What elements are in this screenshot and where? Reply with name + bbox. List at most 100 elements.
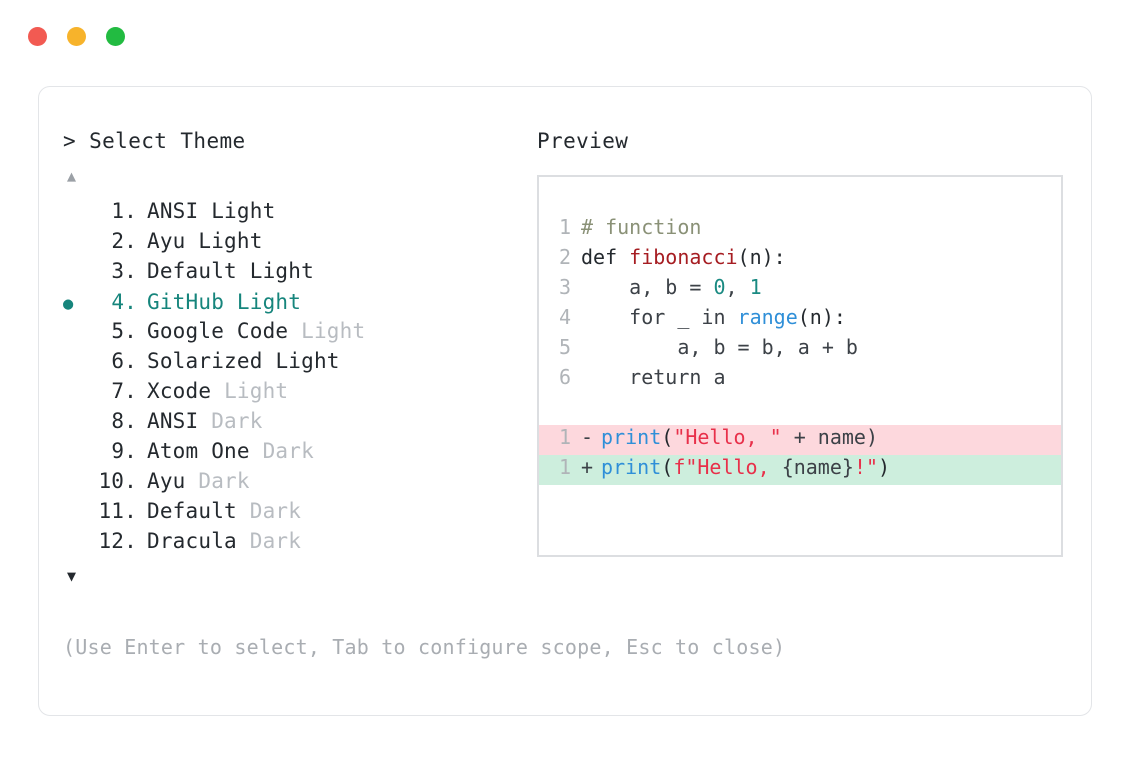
theme-item-name: ANSI Light	[147, 199, 276, 224]
theme-list-item[interactable]: 12. Dracula Dark	[63, 529, 533, 559]
code-token-plain: + name)	[781, 425, 879, 449]
theme-item-name: Google Code Light	[147, 319, 366, 344]
code-token-num: 0	[713, 275, 726, 299]
theme-item-variant: Dark	[262, 439, 314, 464]
theme-item-variant: Dark	[198, 469, 250, 494]
diff-line-removed: 1-print("Hello, " + name)	[539, 425, 1061, 455]
diff-line-number: 1	[558, 425, 571, 449]
theme-item-index: 3.	[111, 259, 137, 284]
code-line: 6 return a	[539, 365, 1061, 395]
theme-item-index: 6.	[111, 349, 137, 374]
theme-item-variant: Light	[301, 319, 366, 344]
diff-line-text: print("Hello, " + name)	[601, 425, 878, 449]
theme-item-name: Atom One Dark	[147, 439, 314, 464]
theme-item-variant: Light	[249, 259, 314, 284]
theme-item-variant: Dark	[211, 409, 263, 434]
code-token-str: f"Hello,	[673, 455, 782, 479]
code-token-punct: (n):	[737, 245, 786, 269]
theme-item-index: 4.	[111, 290, 137, 315]
code-line-number: 2	[558, 245, 571, 269]
theme-item-variant: Light	[198, 229, 263, 254]
code-token-plain: {name}	[781, 455, 854, 479]
code-line: 2 def fibonacci(n):	[539, 245, 1061, 275]
theme-list-item[interactable]: 6. Solarized Light	[63, 349, 533, 379]
code-token-plain: ,	[725, 275, 750, 299]
code-token-fn: fibonacci	[629, 245, 738, 269]
code-line-text: def fibonacci(n):	[581, 245, 786, 269]
theme-list-item[interactable]: 10. Ayu Dark	[63, 469, 533, 499]
theme-item-name: Solarized Light	[147, 349, 340, 374]
theme-item-index: 7.	[111, 379, 137, 404]
preview-title: Preview	[537, 129, 629, 153]
theme-item-variant: Light	[236, 290, 302, 315]
theme-list-item[interactable]: 8.ANSI Dark	[63, 409, 533, 439]
code-token-plain: for _ in	[581, 305, 738, 329]
theme-list-item[interactable]: 2.Ayu Light	[63, 229, 533, 259]
theme-item-index: 10.	[98, 469, 137, 494]
code-line-number: 6	[558, 365, 571, 389]
theme-item-variant: Light	[224, 379, 289, 404]
diff-line-added: 1 + print(f"Hello, {name}!")	[539, 455, 1061, 485]
code-line-number: 5	[558, 335, 571, 359]
maximize-window-button[interactable]	[106, 26, 125, 46]
theme-item-index: 12.	[98, 529, 137, 554]
theme-list-item[interactable]: 11.Default Dark	[63, 499, 533, 529]
theme-list-item[interactable]: 3. Default Light	[63, 259, 533, 289]
code-token-punct: (	[661, 425, 674, 449]
page-title: > Select Theme	[63, 129, 246, 153]
theme-list-item[interactable]: 7. Xcode Light	[63, 379, 533, 409]
code-token-punct: )	[878, 455, 891, 479]
code-line: 4 for _ in range(n):	[539, 305, 1061, 335]
theme-list-item[interactable]: ● 4. GitHub Light	[63, 289, 533, 319]
code-token-punct: (n):	[797, 305, 846, 329]
theme-item-name: Default Light	[147, 259, 314, 284]
theme-item-name: Ayu Light	[147, 229, 263, 254]
diff-line-text: print(f"Hello, {name}!")	[601, 455, 890, 479]
code-line: 1# function	[539, 215, 1061, 245]
scroll-up-icon[interactable]: ▲	[67, 167, 77, 186]
keyboard-hint: (Use Enter to select, Tab to configure s…	[63, 635, 786, 659]
theme-item-index: 11.	[98, 499, 137, 524]
theme-item-name: GitHub Light	[147, 290, 302, 315]
code-token-num: 1	[749, 275, 762, 299]
code-line-text: a, b = b, a + b	[581, 335, 858, 359]
window-title-bar	[0, 0, 1129, 72]
theme-item-variant: Light	[275, 349, 340, 374]
theme-item-variant: Light	[211, 199, 276, 224]
close-window-button[interactable]	[28, 26, 47, 46]
code-token-plain: a, b = b, a + b	[581, 335, 858, 359]
diff-sign: -	[581, 425, 594, 449]
diff-sign: +	[581, 455, 594, 479]
code-token-str: !"	[853, 455, 879, 479]
selected-bullet-icon: ●	[63, 294, 74, 315]
theme-list-item[interactable]: 9. Atom One Dark	[63, 439, 533, 469]
theme-item-index: 5.	[111, 319, 137, 344]
minimize-window-button[interactable]	[67, 26, 86, 46]
theme-item-index: 8.	[111, 409, 137, 434]
diff-block: 1-print("Hello, " + name)1+print(f"Hello…	[539, 425, 1061, 485]
diff-line-number: 1	[558, 455, 571, 479]
theme-item-name: Dracula Dark	[147, 529, 302, 554]
theme-item-variant: Dark	[249, 499, 302, 524]
code-token-builtin: print	[601, 425, 662, 449]
theme-list-item[interactable]: 5. Google Code Light	[63, 319, 533, 349]
theme-item-variant: Dark	[249, 529, 302, 554]
code-line-text: for _ in range(n):	[581, 305, 846, 329]
theme-list-item[interactable]: 1.ANSI Light	[63, 199, 533, 229]
code-token-punct: (	[661, 455, 674, 479]
scroll-down-icon[interactable]: ▼	[67, 567, 77, 586]
code-token-str: "Hello, "	[673, 425, 782, 449]
code-token-kw: def	[581, 245, 630, 269]
code-token-plain: return a	[581, 365, 726, 389]
theme-item-index: 9.	[111, 439, 137, 464]
code-spacer	[539, 395, 1061, 425]
code-line-number: 4	[558, 305, 571, 329]
theme-item-name: Xcode Light	[147, 379, 289, 404]
theme-item-name: Ayu Dark	[147, 469, 250, 494]
code-token-plain: a, b =	[581, 275, 714, 299]
